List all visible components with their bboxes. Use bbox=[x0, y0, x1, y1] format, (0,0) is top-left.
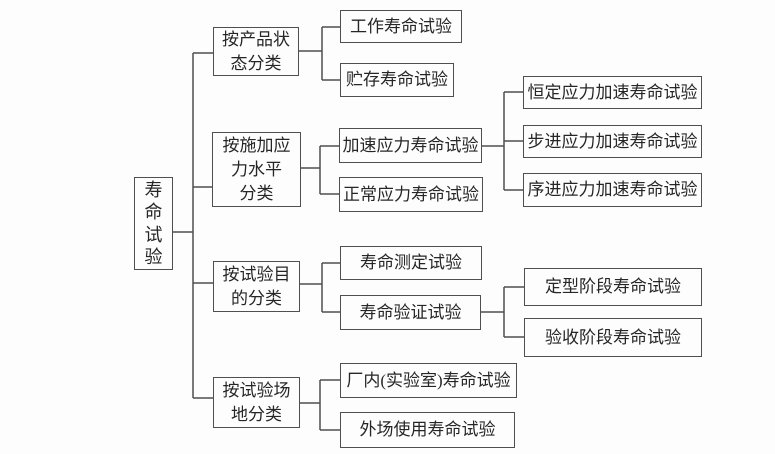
branch-label-line: 态分类 bbox=[230, 53, 282, 73]
node-factory-lab-life-test: 厂内(实验室)寿命试验 bbox=[340, 363, 517, 398]
node-label: 验收阶段寿命试验 bbox=[545, 327, 681, 347]
node-accelerated-stress-life-test: 加速应力寿命试验 bbox=[339, 128, 482, 163]
connector-branch2-children bbox=[301, 145, 339, 195]
branch-label-line: 按施加应 bbox=[222, 135, 291, 155]
node-progressive-stress-accelerated-test: 序进应力加速寿命试验 bbox=[523, 173, 702, 207]
branch-product-state: 按产品状 态分类 bbox=[213, 27, 299, 76]
connector-root-trunk bbox=[173, 52, 213, 399]
branch-test-purpose: 按试验目 的分类 bbox=[213, 261, 300, 312]
connector-branch4-children bbox=[300, 379, 340, 431]
node-finalization-stage-life-test: 定型阶段寿命试验 bbox=[524, 268, 702, 306]
branch-label-line: 分类 bbox=[239, 183, 274, 203]
connector-accelerated-children bbox=[482, 91, 523, 191]
node-label: 加速应力寿命试验 bbox=[342, 135, 479, 155]
node-storage-life-test: 贮存寿命试验 bbox=[340, 63, 454, 97]
connector-branch3-children bbox=[300, 262, 340, 313]
node-label: 寿命验证试验 bbox=[359, 302, 462, 322]
branch-label-line: 的分类 bbox=[231, 288, 282, 308]
node-constant-stress-accelerated-test: 恒定应力加速寿命试验 bbox=[523, 76, 702, 109]
node-label: 定型阶段寿命试验 bbox=[545, 277, 681, 296]
node-label: 厂内(实验室)寿命试验 bbox=[346, 370, 511, 390]
node-life-verification-test: 寿命验证试验 bbox=[340, 295, 481, 330]
node-label: 寿命测定试验 bbox=[360, 253, 462, 272]
root-label: 寿命试验 bbox=[144, 179, 163, 268]
connector-verification-children bbox=[481, 286, 524, 338]
node-label: 恒定应力加速寿命试验 bbox=[527, 82, 698, 102]
node-life-measurement-test: 寿命测定试验 bbox=[340, 246, 482, 280]
node-label: 外场使用寿命试验 bbox=[359, 420, 496, 439]
node-label: 正常应力寿命试验 bbox=[343, 184, 479, 204]
branch-label-line: 按产品状 bbox=[222, 29, 290, 49]
node-working-life-test: 工作寿命试验 bbox=[340, 10, 462, 43]
node-label: 步进应力加速寿命试验 bbox=[527, 131, 698, 151]
node-acceptance-stage-life-test: 验收阶段寿命试验 bbox=[524, 318, 702, 357]
branch-label-line: 力水平 bbox=[231, 159, 282, 179]
branch-label-line: 地分类 bbox=[231, 404, 282, 424]
branch-stress-level: 按施加应 力水平 分类 bbox=[212, 132, 301, 207]
node-label: 贮存寿命试验 bbox=[346, 70, 448, 89]
node-label: 工作寿命试验 bbox=[350, 16, 452, 36]
root-node-life-test: 寿命试验 bbox=[134, 177, 173, 270]
branch-label-line: 按试验场 bbox=[222, 380, 291, 400]
branch-test-site: 按试验场 地分类 bbox=[213, 377, 300, 428]
branch-label-line: 按试验目 bbox=[222, 264, 291, 284]
node-step-stress-accelerated-test: 步进应力加速寿命试验 bbox=[523, 125, 702, 158]
node-label: 序进应力加速寿命试验 bbox=[527, 180, 698, 199]
node-field-use-life-test: 外场使用寿命试验 bbox=[340, 412, 515, 448]
connector-branch1-children bbox=[299, 26, 340, 81]
node-normal-stress-life-test: 正常应力寿命试验 bbox=[339, 177, 483, 212]
